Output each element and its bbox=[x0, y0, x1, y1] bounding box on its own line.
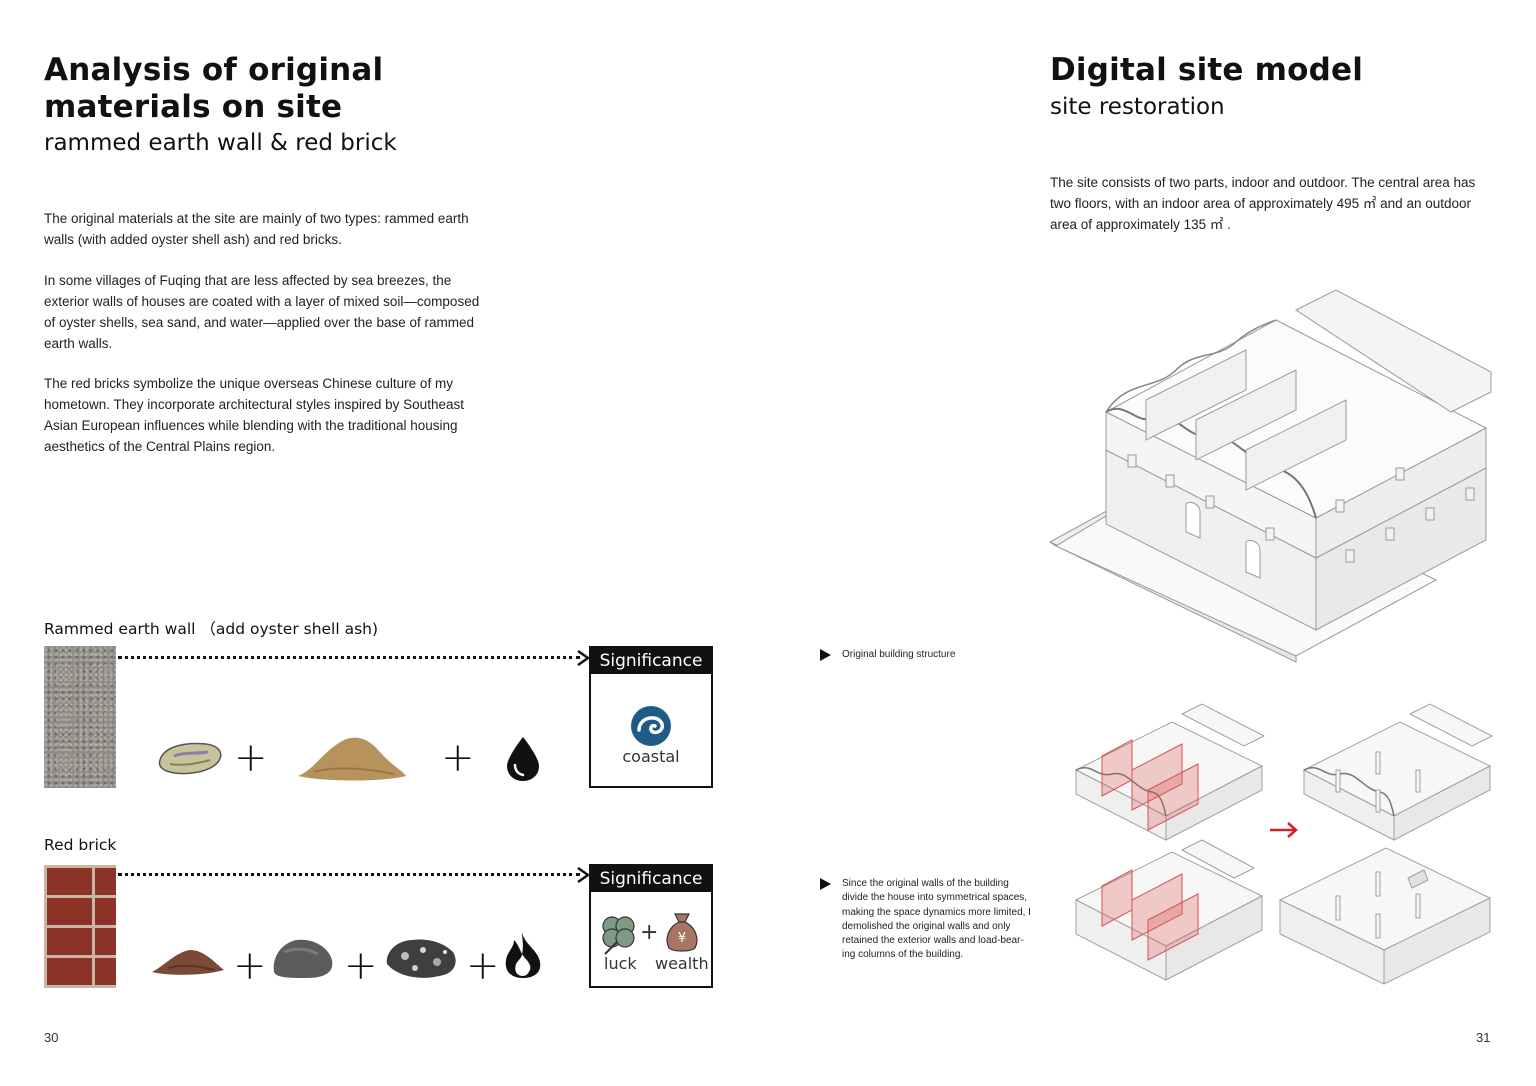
significance-word-coastal: coastal bbox=[622, 747, 680, 766]
right-subtitle: site restoration bbox=[1050, 94, 1225, 120]
plus-sign: + bbox=[640, 920, 659, 945]
ore-icon bbox=[386, 939, 456, 978]
plus-sign: + bbox=[344, 943, 378, 989]
clay-pile-icon bbox=[152, 950, 224, 975]
rammed-earth-label: Rammed earth wall （add oyster shell ash) bbox=[44, 620, 379, 638]
red-brick-texture bbox=[44, 865, 116, 988]
plus-sign: + bbox=[441, 735, 475, 781]
dotted-arrow-line-1 bbox=[118, 656, 580, 659]
significance-word-luck: luck bbox=[604, 954, 637, 973]
significance-word-wealth: wealth bbox=[655, 954, 709, 973]
arrow-head-icon bbox=[577, 867, 590, 883]
plus-sign: + bbox=[466, 943, 500, 989]
right-title: Digital site model bbox=[1050, 52, 1364, 88]
significance-box-2: Significance + ¥ luck wealth bbox=[589, 864, 713, 988]
left-para-1: The original materials at the site are m… bbox=[44, 211, 469, 247]
left-subtitle: rammed earth wall & red brick bbox=[44, 130, 397, 156]
dotted-arrow-line-2 bbox=[118, 873, 580, 876]
rammed-earth-texture bbox=[44, 646, 116, 788]
sand-pile-icon bbox=[298, 737, 406, 781]
after-demolition-diagram bbox=[1278, 703, 1494, 985]
note-original-structure: Original building structure bbox=[842, 649, 956, 660]
clover-icon bbox=[602, 916, 635, 955]
left-para-3: The red bricks symbolize the unique over… bbox=[44, 376, 464, 454]
right-para: The site consists of two parts, indoor a… bbox=[1050, 175, 1476, 232]
left-para-2: In some villages of Fuqing that are less… bbox=[44, 273, 480, 351]
red-brick-label: Red brick bbox=[44, 836, 117, 854]
bullet-triangle-icon bbox=[820, 649, 831, 661]
left-title-line1: Analysis of original bbox=[44, 52, 384, 88]
page-number-right: 31 bbox=[1476, 1030, 1491, 1045]
before-demolition-diagram bbox=[1074, 703, 1266, 981]
plus-sign: + bbox=[233, 943, 267, 989]
page-number-left: 30 bbox=[44, 1030, 59, 1045]
red-arrow-icon bbox=[1270, 822, 1298, 838]
significance-header: Significance bbox=[591, 866, 711, 892]
yen-symbol: ¥ bbox=[677, 931, 687, 946]
wave-icon bbox=[631, 706, 671, 746]
water-drop-icon bbox=[507, 737, 539, 781]
money-bag-icon bbox=[666, 913, 698, 952]
left-title-line2: materials on site bbox=[44, 89, 343, 125]
significance-box-1: Significance coastal bbox=[589, 646, 713, 788]
left-title: Analysis of original materials on site bbox=[44, 52, 383, 126]
plus-sign: + bbox=[234, 735, 268, 781]
fire-icon bbox=[505, 932, 541, 978]
rock-icon bbox=[273, 939, 333, 978]
significance-header: Significance bbox=[591, 648, 711, 674]
bullet-triangle-icon bbox=[820, 878, 831, 890]
note-demolition: Since the original walls of the building… bbox=[842, 878, 1031, 961]
isometric-building-model bbox=[1049, 289, 1492, 663]
arrow-head-icon bbox=[577, 650, 590, 666]
oyster-shell-icon bbox=[158, 742, 222, 775]
